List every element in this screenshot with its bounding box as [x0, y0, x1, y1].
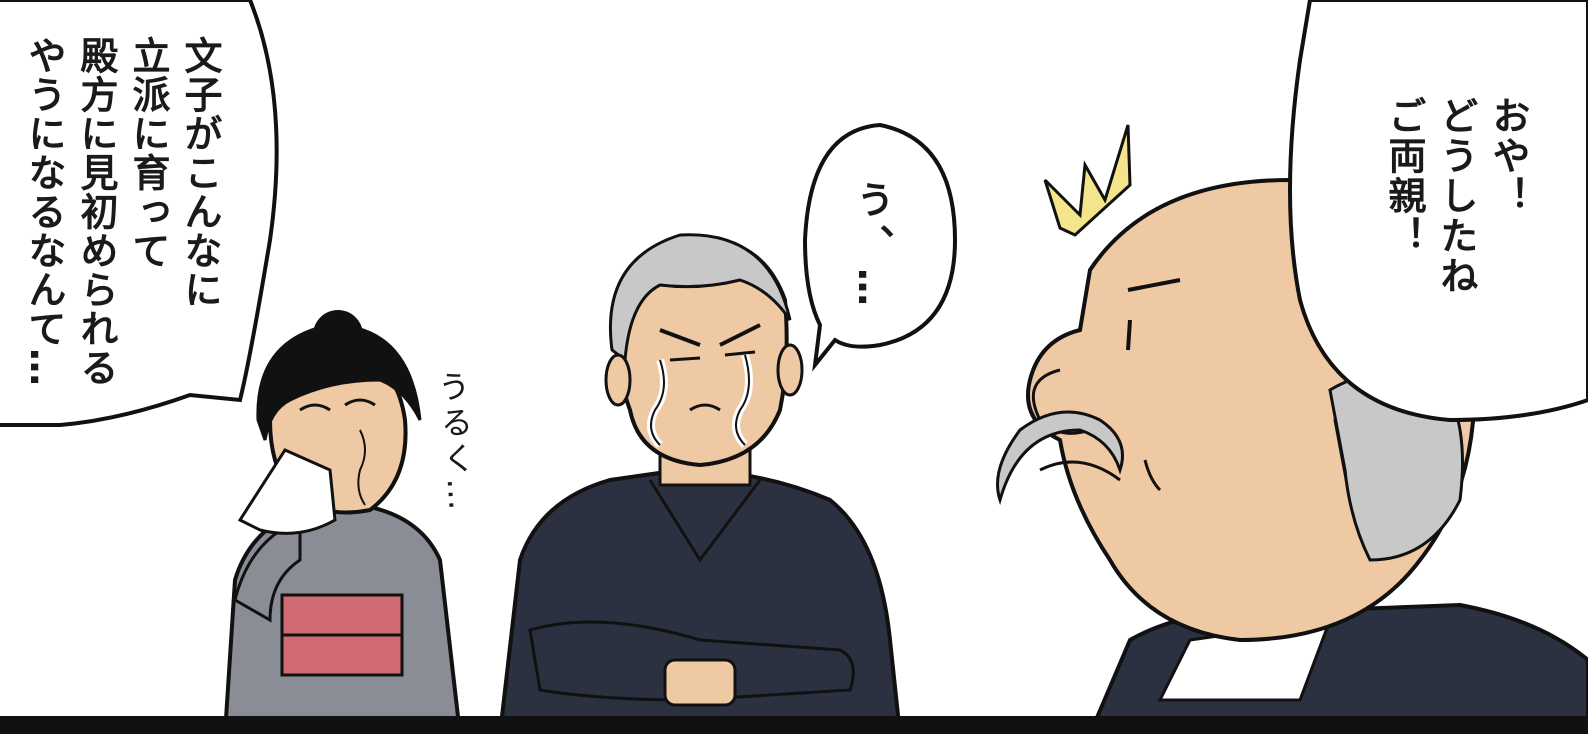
mother-line-4: やうになるなんて…	[22, 36, 66, 387]
mother-line-2: 立派に育って	[126, 36, 170, 270]
speech-bubble-old-man	[1288, 0, 1588, 423]
old-man-line-2: どうしたね	[1434, 96, 1478, 296]
mother-line-3: 殿方に見初められる	[74, 36, 118, 387]
father-figure	[497, 233, 903, 734]
old-man-dialogue: おや！ どうしたね ご両親！	[1378, 96, 1534, 296]
old-man-line-1: おや！	[1486, 96, 1530, 216]
surprise-mark-icon	[1043, 124, 1132, 237]
panel-bottom-border	[0, 716, 1588, 734]
old-man-line-3: ご両親！	[1382, 96, 1426, 256]
speech-bubble-mother	[0, 0, 279, 427]
mother-dialogue: 文子がこんなに 立派に育って 殿方に見初められる やうになるなんて…	[18, 36, 226, 387]
speech-bubble-father	[802, 122, 958, 372]
mother-line-1: 文子がこんなに	[178, 36, 222, 309]
father-dialogue: う、…	[850, 180, 894, 312]
father-line-1: う、…	[850, 180, 894, 312]
mother-figure	[222, 310, 463, 734]
